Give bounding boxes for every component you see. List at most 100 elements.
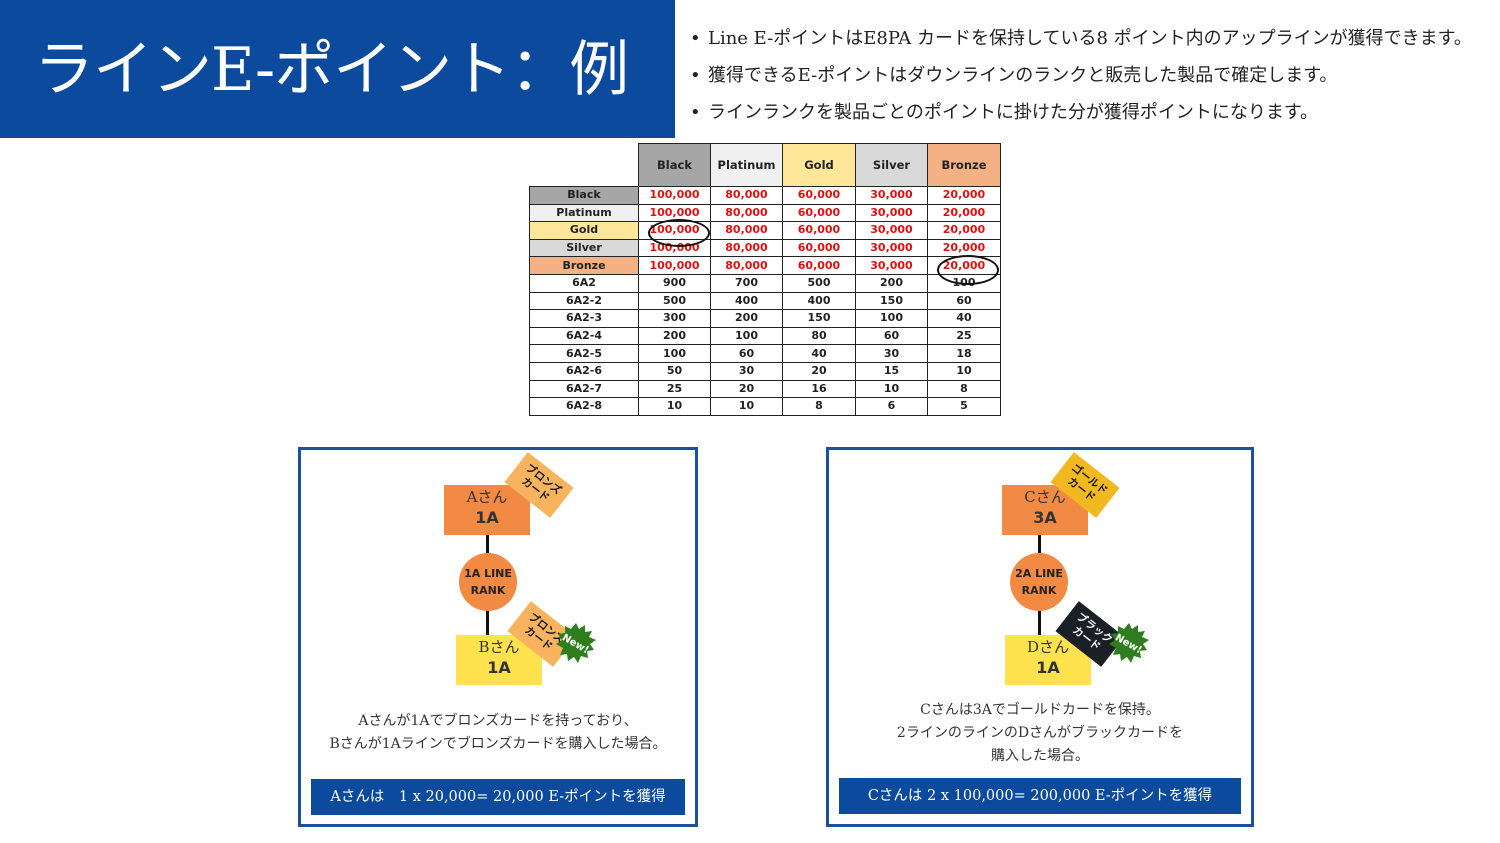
table-cell: 30,000 (855, 186, 928, 205)
table-cell: 10 (927, 361, 1001, 381)
table-cell: 25 (638, 379, 711, 399)
table-cell: 60 (855, 326, 928, 346)
description-line: 2ラインのラインのDさんがブラックカードを (896, 725, 1184, 741)
bullet-text: ラインランクを製品ごとのポイントに掛けた分が獲得ポイントになります。 (708, 102, 1319, 123)
rank-line2: RANK (470, 584, 506, 597)
example-description: Cさんは3Aでゴールドカードを保持。 2ラインのラインのDさんがブラックカードを… (829, 699, 1251, 768)
new-badge-icon: New! (1109, 623, 1149, 663)
example-description: Aさんが1Aでブロンズカードを持っており、 Bさんが1Aラインでブロンズカードを… (301, 710, 695, 756)
upline-name: Aさん (466, 488, 508, 506)
line-rank-circle: 2A LINE RANK (1010, 553, 1068, 611)
table-cell: 30,000 (855, 221, 928, 240)
description-line: Cさんは3Aでゴールドカードを保持。 (920, 702, 1160, 718)
table-cell: 30 (855, 344, 928, 363)
table-cell: 50 (638, 361, 711, 381)
table-cell: 200 (855, 273, 928, 293)
example-panel-2: Cさん 3A ゴールド カード 2A LINE RANK Dさん 1A ブラック… (826, 447, 1254, 827)
row-header-line: 6A2-6 (529, 361, 639, 381)
bullet-text: 獲得できるE-ポイントはダウンラインのランクと販売した製品で確定します。 (708, 65, 1338, 86)
bullet-item: •Line E-ポイントはE8PA カードを保持している8 ポイント内のアップラ… (690, 20, 1490, 57)
table-cell: 400 (782, 291, 856, 311)
page-title: ラインE-ポイント：例 (34, 35, 629, 105)
table-cell: 500 (638, 291, 711, 311)
table-cell: 20,000 (927, 203, 1001, 223)
column-header-black: Black (638, 143, 711, 187)
table-cell: 30,000 (855, 256, 928, 275)
row-header-platinum: Platinum (529, 203, 639, 223)
bullet-dot: • (690, 65, 701, 86)
table-cell: 900 (638, 273, 711, 293)
highlight-circle-gold-black (648, 219, 710, 247)
table-cell: 40 (782, 344, 856, 363)
column-header-silver: Silver (855, 143, 928, 187)
row-header-line: 6A2-4 (529, 326, 639, 346)
title-banner: ラインE-ポイント：例 (0, 0, 675, 138)
table-cell: 100,000 (638, 256, 711, 275)
downline-level: 1A (1036, 658, 1060, 677)
table-cell: 200 (710, 309, 783, 328)
table-cell: 8 (782, 397, 856, 416)
table-cell: 150 (782, 309, 856, 328)
row-header-line: 6A2-3 (529, 309, 639, 328)
row-header-gold: Gold (529, 221, 639, 240)
table-cell: 15 (855, 361, 928, 381)
table-cell: 60,000 (782, 256, 856, 275)
table-cell: 200 (638, 326, 711, 346)
description-line: Bさんが1Aラインでブロンズカードを購入した場合。 (329, 736, 667, 752)
table-cell: 30 (710, 361, 783, 381)
table-cell: 20,000 (927, 221, 1001, 240)
table-cell: 25 (927, 326, 1001, 346)
rank-line1: 2A LINE (1015, 567, 1063, 580)
description-line: 購入した場合。 (991, 748, 1089, 764)
row-header-line: 6A2 (529, 273, 639, 293)
table-cell: 6 (855, 397, 928, 416)
table-cell: 80 (782, 326, 856, 346)
rank-line1: 1A LINE (464, 567, 512, 580)
bullet-dot: • (690, 102, 701, 123)
table-cell: 5 (927, 397, 1001, 416)
downline-name: Bさん (478, 638, 520, 656)
table-cell: 60,000 (782, 221, 856, 240)
upline-name: Cさん (1024, 488, 1066, 506)
table-cell: 100,000 (638, 186, 711, 205)
column-header-gold: Gold (782, 143, 856, 187)
upline-level: 3A (1033, 508, 1057, 527)
column-header-platinum: Platinum (710, 143, 783, 187)
table-cell: 100 (855, 309, 928, 328)
new-badge-starburst (556, 623, 596, 663)
example-panel-1: Aさん 1A ブロンズ カード 1A LINE RANK Bさん 1A ブロンズ… (298, 447, 698, 827)
row-header-line: 6A2-7 (529, 379, 639, 399)
highlight-circle-bronze-bronze (937, 255, 999, 285)
row-header-silver: Silver (529, 238, 639, 258)
table-cell: 60,000 (782, 238, 856, 258)
row-header-bronze: Bronze (529, 256, 639, 275)
rank-line2: RANK (1021, 584, 1057, 597)
upline-level: 1A (475, 508, 499, 527)
table-cell: 60 (927, 291, 1001, 311)
table-cell: 80,000 (710, 256, 783, 275)
table-cell: 80,000 (710, 203, 783, 223)
table-cell: 30,000 (855, 238, 928, 258)
row-header-black: Black (529, 186, 639, 205)
line-rank-circle: 1A LINE RANK (459, 553, 517, 611)
table-cell: 60,000 (782, 186, 856, 205)
column-header-bronze: Bronze (927, 143, 1001, 187)
table-cell: 80,000 (710, 221, 783, 240)
table-cell: 700 (710, 273, 783, 293)
table-cell: 400 (710, 291, 783, 311)
result-bar: Aさんは 1 x 20,000= 20,000 E-ポイントを獲得 (311, 779, 685, 815)
table-cell: 100 (710, 326, 783, 346)
table-cell: 300 (638, 309, 711, 328)
result-bar: Cさんは 2 x 100,000= 200,000 E-ポイントを獲得 (839, 778, 1241, 814)
downline-name: Dさん (1026, 638, 1070, 656)
new-badge-icon: New! (556, 623, 596, 663)
